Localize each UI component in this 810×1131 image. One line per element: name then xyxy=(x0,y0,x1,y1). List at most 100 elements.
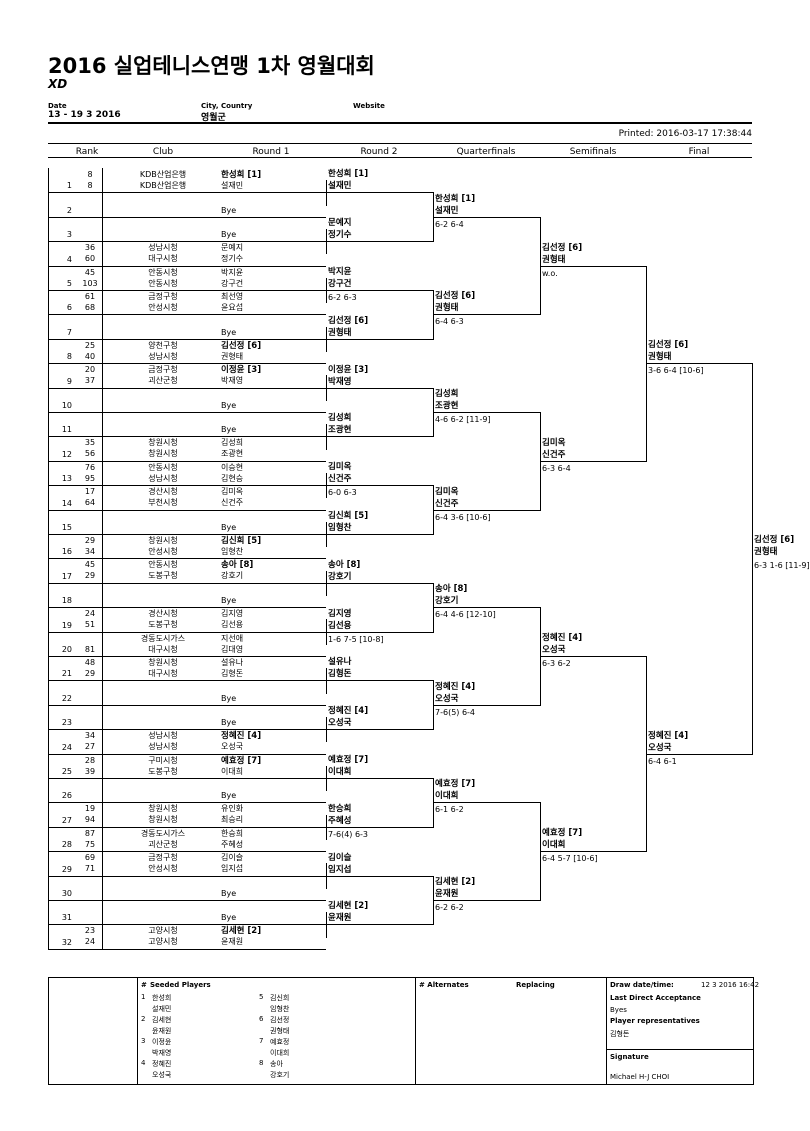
column-header-top-line xyxy=(48,143,752,144)
slot-line xyxy=(221,948,326,950)
slot-separator xyxy=(48,778,221,779)
slot-number: 10 xyxy=(61,401,72,410)
player-name: 문예지 xyxy=(221,243,244,253)
slot-number: 26 xyxy=(61,791,72,801)
slot-separator xyxy=(48,265,221,267)
winner-partner: 강호기 xyxy=(435,596,459,607)
replacing-title: Replacing xyxy=(516,981,555,989)
rank-value: 20 xyxy=(84,365,96,375)
winner-name: 정혜진 [4] xyxy=(542,633,583,643)
slot-number: 22 xyxy=(61,693,72,703)
slot-number: 29 xyxy=(61,864,72,874)
seeded-players-title: Seeded Players xyxy=(150,981,211,989)
club-name: 괴산군청 xyxy=(148,839,178,849)
winner-name: 송아 [8] xyxy=(435,584,468,595)
winner-name: 김신희 [5] xyxy=(328,511,369,521)
rank-value: 29 xyxy=(84,669,96,678)
player-name: Bye xyxy=(221,791,237,801)
player-name: Bye xyxy=(221,425,237,435)
winner-line xyxy=(433,509,540,511)
match-score: 6-2 6-3 xyxy=(328,293,357,302)
winner-partner: 권형태 xyxy=(542,254,566,265)
winner-name: 이정윤 [3] xyxy=(328,364,369,375)
slot-separator xyxy=(48,216,221,218)
winner-line xyxy=(326,436,433,438)
club-name: 성남시청 xyxy=(148,731,178,741)
slot-separator xyxy=(48,509,221,511)
slot-separator xyxy=(48,753,221,755)
slot-line xyxy=(221,412,326,413)
slot-line xyxy=(221,631,326,633)
seed-number: 4 xyxy=(141,1059,146,1067)
winner-name: 김선정 [6] xyxy=(754,535,795,546)
winner-line xyxy=(433,607,540,609)
club-name: 안성시청 xyxy=(148,864,178,874)
website-label: Website xyxy=(353,102,385,110)
last-direct-acceptance-label: Last Direct Acceptance xyxy=(610,994,701,1002)
club-name: 경산시청 xyxy=(148,487,178,497)
seed-player: 설재민 xyxy=(152,1005,172,1013)
player-name: 오성국 xyxy=(221,742,244,752)
winner-name: 박지윤 xyxy=(328,267,352,277)
last-direct-acceptance-value: Byes xyxy=(610,1006,627,1014)
player-name: 이정윤 [3] xyxy=(221,365,262,376)
player-name: 조광현 xyxy=(221,449,244,459)
match-score: 6-4 3-6 [10-6] xyxy=(435,512,491,522)
player-name: 김대영 xyxy=(221,644,244,654)
slot-number: 20 xyxy=(61,645,72,654)
winner-partner: 권형태 xyxy=(328,327,352,338)
winner-line xyxy=(326,290,433,291)
match-score: w.o. xyxy=(542,268,558,278)
club-name: 대구시청 xyxy=(148,644,178,654)
slot-line xyxy=(221,924,326,926)
slot-separator xyxy=(48,338,221,340)
match-score: 6-4 5-7 [10-6] xyxy=(542,854,598,864)
slot-number: 24 xyxy=(61,742,72,752)
rank-value: 69 xyxy=(84,853,96,863)
club-name: 금정구청 xyxy=(148,292,178,301)
rank-value: 56 xyxy=(84,449,96,459)
col-quarterfinals: Quarterfinals xyxy=(456,147,516,157)
slot-separator xyxy=(48,948,221,950)
slot-number: 30 xyxy=(61,889,72,898)
seed-player: 김세현 xyxy=(152,1016,172,1024)
player-name: Bye xyxy=(221,523,237,532)
winner-name: 정혜진 [4] xyxy=(435,681,476,692)
slot-line xyxy=(221,534,326,535)
player-name: 한성희 [1] xyxy=(221,170,262,180)
rank-value: 61 xyxy=(84,292,96,301)
winner-line xyxy=(433,216,540,218)
slot-separator xyxy=(48,314,221,316)
rank-value: 23 xyxy=(84,926,96,936)
slot-number: 25 xyxy=(61,767,72,776)
winner-partner: 권형태 xyxy=(754,547,778,558)
seed-number: 5 xyxy=(259,993,264,1001)
winner-name: 김성희 xyxy=(435,389,459,399)
slot-number: 12 xyxy=(61,449,72,459)
slot-number: 3 xyxy=(66,230,72,240)
winner-line xyxy=(433,900,540,901)
slot-number: 31 xyxy=(61,913,72,923)
slot-separator xyxy=(48,656,221,657)
rank-value: 40 xyxy=(84,351,96,361)
club-name: 금정구청 xyxy=(148,853,178,863)
winner-name: 문예지 xyxy=(328,218,352,229)
match-score: 6-0 6-3 xyxy=(328,488,357,498)
player-name: Bye xyxy=(221,230,237,240)
slot-line xyxy=(221,290,326,291)
seed-player: 송아 xyxy=(270,1060,283,1068)
club-name: 경동도시가스 xyxy=(140,633,186,643)
club-name: KDB산업은행 xyxy=(139,181,187,190)
slot-line xyxy=(221,729,326,731)
winner-name: 송아 [8] xyxy=(328,559,361,570)
rank-value: 34 xyxy=(84,547,96,556)
club-name: KDB산업은행 xyxy=(139,170,187,179)
seed-number: 2 xyxy=(141,1015,146,1023)
slot-number: 11 xyxy=(61,425,72,435)
winner-partner: 조광현 xyxy=(435,401,459,411)
winner-line xyxy=(326,631,433,633)
winner-partner: 임형찬 xyxy=(328,523,352,533)
rank-value: 51 xyxy=(84,620,96,630)
player-name: 최승리 xyxy=(221,815,244,825)
winner-partner: 설재민 xyxy=(435,205,459,216)
